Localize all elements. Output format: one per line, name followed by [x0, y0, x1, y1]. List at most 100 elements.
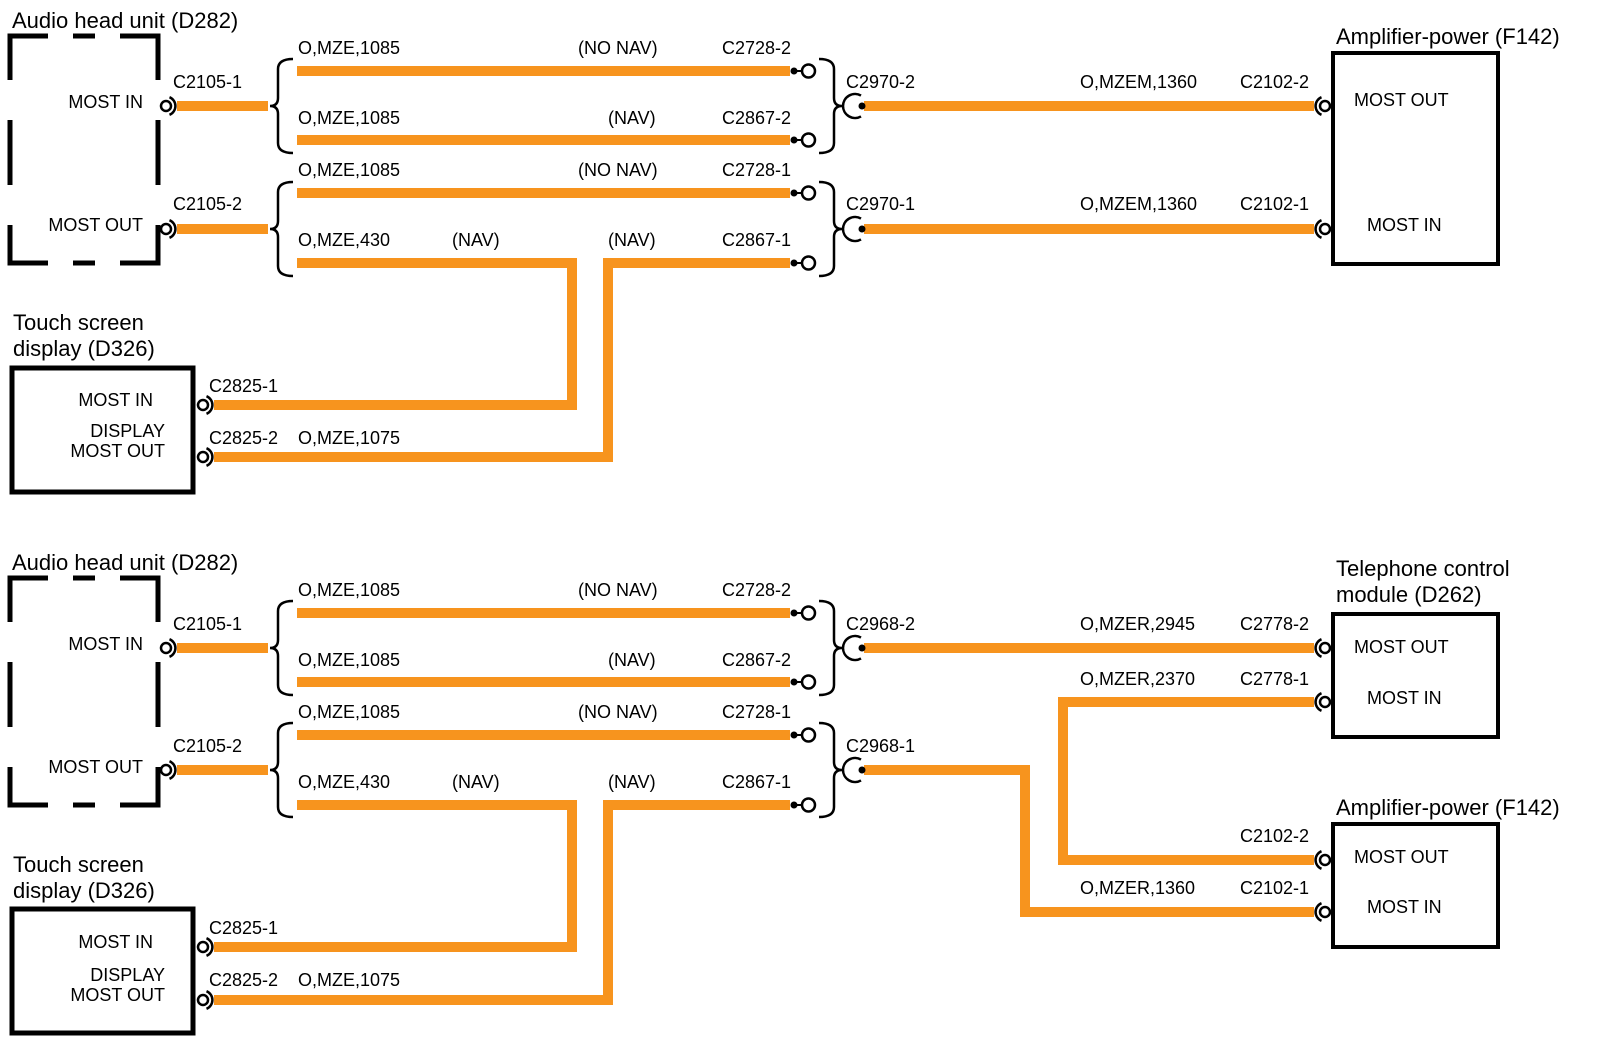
pin-socket-icon	[790, 605, 817, 621]
connector-label: C2867-1	[722, 772, 792, 792]
telephone-module-title-line1: Telephone control	[1336, 556, 1510, 581]
connector-label: C2825-2	[209, 428, 279, 448]
connector-label: C2867-2	[722, 108, 792, 128]
pin-socket-icon	[790, 255, 817, 271]
port-label-most-out: MOST OUT	[48, 215, 143, 235]
junction-socket-icons	[841, 92, 866, 784]
port-label-most-in: MOST IN	[68, 634, 143, 654]
brace-merge-icon	[818, 180, 843, 278]
port-label-display: DISPLAY	[90, 965, 165, 985]
brace-split-icon	[269, 57, 294, 155]
variant-label: (NAV)	[608, 230, 656, 250]
connector-label: C2867-1	[722, 230, 792, 250]
junction-socket-icon	[841, 756, 866, 784]
connector-icon	[196, 990, 214, 1010]
connector-label: C2102-1	[1240, 194, 1310, 214]
connector-label: C2102-2	[1240, 72, 1310, 92]
connector-icon	[196, 395, 214, 415]
wire-label: O,MZEM,1360	[1080, 72, 1198, 92]
connector-icon	[1314, 638, 1332, 658]
brace-merge-icon	[818, 721, 843, 819]
connector-label: C2867-2	[722, 650, 792, 670]
wire-c2778-1-to-c2102-2	[1058, 697, 1314, 865]
variant-label: (NAV)	[608, 108, 656, 128]
pin-socket-icon	[790, 185, 817, 201]
amplifier-title: Amplifier-power (F142)	[1336, 24, 1560, 49]
touch-screen-display-box	[9, 906, 196, 1036]
port-label-most-out: MOST OUT	[48, 757, 143, 777]
variant-label: (NO NAV)	[578, 702, 658, 722]
connector-label: C2105-2	[173, 194, 243, 214]
wire-label: O,MZE,1085	[298, 650, 401, 670]
port-label-most-in: MOST IN	[1367, 897, 1442, 917]
connector-icon	[159, 219, 177, 239]
device-boxes	[7, 33, 1500, 1036]
wire-label: O,MZE,1085	[298, 160, 401, 180]
connector-label: C2105-2	[173, 736, 243, 756]
audio-head-unit-title: Audio head unit (D282)	[12, 550, 239, 575]
wire-label: O,MZE,1085	[298, 108, 401, 128]
brace-split-icon	[269, 721, 294, 819]
wire-nav-c2867-1	[603, 258, 790, 457]
wire-nav-c2867-1	[603, 800, 790, 1000]
variant-label: (NAV)	[608, 650, 656, 670]
port-label-most-in: MOST IN	[78, 932, 153, 952]
wire-label: O,MZER,2370	[1080, 669, 1196, 689]
connector-icon	[196, 937, 214, 957]
connector-icon	[1314, 219, 1332, 239]
pin-socket-icon	[790, 132, 817, 148]
connector-icon	[159, 96, 177, 116]
variant-label: (NO NAV)	[578, 580, 658, 600]
junction-label: C2970-1	[846, 194, 916, 214]
connector-label: C2728-2	[722, 580, 792, 600]
audio-head-unit-title: Audio head unit (D282)	[12, 8, 239, 33]
connector-label: C2105-1	[173, 72, 243, 92]
connector-icon	[159, 638, 177, 658]
wire-label: O,MZEM,1360	[1080, 194, 1198, 214]
connector-label: C2778-2	[1240, 614, 1310, 634]
wire-label: O,MZE,430	[298, 772, 391, 792]
connector-label: C2778-1	[1240, 669, 1310, 689]
wire-label: O,MZE,430	[298, 230, 391, 250]
amplifier-box	[1331, 51, 1500, 266]
wire-c2968-1-to-c2102-1	[864, 765, 1314, 917]
pin-socket-icon	[790, 63, 817, 79]
touch-screen-display-box	[9, 365, 196, 495]
port-label-most-in: MOST IN	[1367, 688, 1442, 708]
wire-label: O,MZE,1075	[298, 970, 401, 990]
port-label-most-out: MOST OUT	[1354, 847, 1449, 867]
connector-icon	[1314, 850, 1332, 870]
connector-icon	[196, 447, 214, 467]
connector-icon	[1314, 96, 1332, 116]
connector-icon	[1314, 692, 1332, 712]
telephone-module-title-line2: module (D262)	[1336, 582, 1482, 607]
pin-socket-icon	[790, 727, 817, 743]
variant-label: (NO NAV)	[578, 38, 658, 58]
junction-socket-icon	[841, 92, 866, 120]
junction-label: C2968-1	[846, 736, 916, 756]
connector-label: C2105-1	[173, 614, 243, 634]
junction-socket-icon	[841, 634, 866, 662]
top-wires	[177, 66, 1314, 462]
variant-label: (NO NAV)	[578, 160, 658, 180]
brace-split-icon	[269, 599, 294, 697]
variant-label: (NAV)	[608, 772, 656, 792]
wire-nav-to-display-in	[297, 800, 577, 947]
amplifier-title: Amplifier-power (F142)	[1336, 795, 1560, 820]
port-label-most-out: MOST OUT	[1354, 637, 1449, 657]
brace-merge-icon	[818, 57, 843, 155]
port-label-most-in: MOST IN	[68, 92, 143, 112]
display-title-line2: display (D326)	[13, 878, 155, 903]
audio-head-unit-box	[7, 575, 161, 808]
wire-label: O,MZER,2945	[1080, 614, 1196, 634]
brace-merge-icon	[818, 599, 843, 697]
connector-label: C2102-1	[1240, 878, 1310, 898]
connector-label: C2728-1	[722, 160, 792, 180]
display-title-line1: Touch screen	[13, 310, 144, 335]
connector-label: C2102-2	[1240, 826, 1310, 846]
variant-label: (NAV)	[452, 772, 500, 792]
display-title-line1: Touch screen	[13, 852, 144, 877]
port-label-most-out: MOST OUT	[70, 985, 165, 1005]
